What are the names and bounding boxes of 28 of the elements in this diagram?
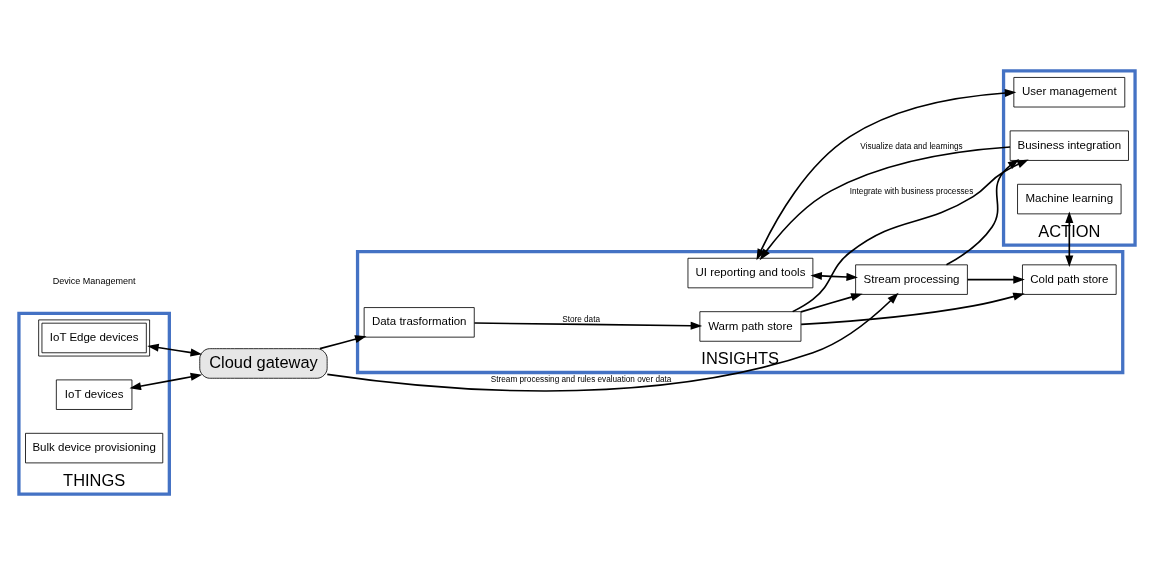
- arrow: [147, 343, 203, 356]
- arrow: [326, 292, 899, 392]
- node-box: Machine learning: [1017, 183, 1122, 214]
- arrow: [810, 271, 858, 281]
- node-box: Cold path store: [1022, 263, 1117, 295]
- edge-label: Store data: [562, 314, 601, 324]
- node-box: UI reporting and tools: [687, 257, 814, 288]
- node-box: Bulk device provisioning: [25, 432, 164, 463]
- node-box: IoT devices: [55, 378, 133, 410]
- node-box: Warm path store: [699, 310, 802, 342]
- arrow: [759, 145, 1011, 260]
- edge-label: Integrate with business processes: [849, 186, 974, 196]
- edge-label: Stream processing and rules evaluation over data: [490, 374, 672, 384]
- arrow: [966, 275, 1025, 284]
- arrow: [800, 292, 1025, 325]
- arrow: [800, 292, 863, 313]
- node-box: Data trasformation: [363, 306, 475, 338]
- node-box: Stream processing: [855, 263, 968, 295]
- arrow: [129, 372, 203, 390]
- arrow: [791, 159, 1029, 312]
- arrow: [473, 321, 703, 330]
- node-box: Cloud gateway: [199, 347, 328, 379]
- node-box: User management: [1013, 76, 1126, 107]
- arrow: [319, 334, 367, 349]
- edge-label: Visualize data and learnings: [860, 141, 963, 151]
- node-box: Business integration: [1009, 129, 1129, 161]
- arrow: [945, 158, 1020, 266]
- label: Device Management: [52, 275, 136, 286]
